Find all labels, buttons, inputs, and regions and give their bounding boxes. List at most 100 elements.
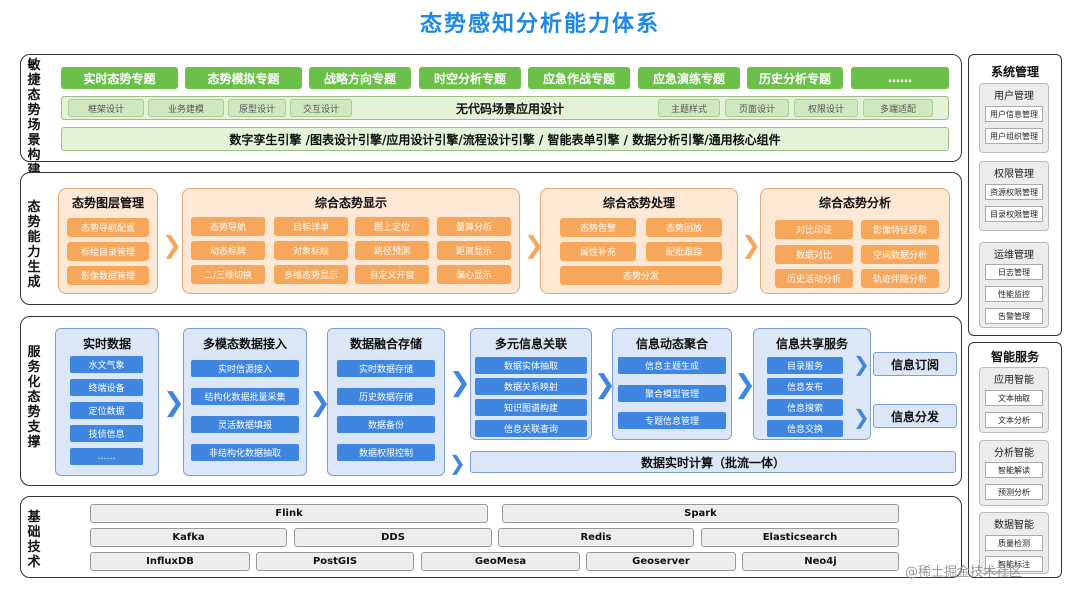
display-item-multi-dim[interactable]: 多维态势显示	[274, 265, 348, 284]
display-item-custom-window[interactable]: 自定义开窗	[355, 265, 429, 284]
smart-service-title: 智能服务	[990, 350, 1039, 364]
realtime-item-terminal[interactable]: 终端设备	[70, 379, 143, 396]
display-item-nav[interactable]: 态势导航	[191, 217, 265, 236]
analysis-item-image-feature[interactable]: 影像特征提取	[861, 220, 939, 239]
chevron-right-icon: ❯	[309, 388, 331, 418]
chip-framework-design[interactable]: 框架设计	[68, 99, 144, 117]
chevron-right-icon: ❯	[524, 231, 545, 259]
realtime-item-intel[interactable]: 技侦信息	[70, 425, 143, 442]
process-item-track[interactable]: 配批跟踪	[646, 242, 722, 261]
sharing-item-search[interactable]: 信息搜索	[767, 399, 843, 416]
display-item-2d3d-switch[interactable]: 二/三维切换	[191, 265, 265, 284]
perf-monitor-item[interactable]: 性能监控	[985, 286, 1043, 302]
analysis-title: 综合态势分析	[818, 196, 891, 210]
multimodal-title: 多模态数据接入	[202, 337, 287, 351]
catalog-permission-item[interactable]: 目录权限管理	[985, 206, 1043, 222]
topic-emergency-combat-button[interactable]: 应急作战专题	[528, 67, 630, 89]
topic-history-button[interactable]: 历史分析专题	[747, 67, 843, 89]
sharing-item-publish[interactable]: 信息发布	[767, 378, 843, 395]
topic-spatiotemporal-button[interactable]: 时空分析专题	[419, 67, 521, 89]
realtime-calc-bar: 数据实时计算（批流一体）	[470, 451, 956, 473]
chevron-right-icon: ❯	[594, 370, 616, 400]
chevron-right-icon: ❯	[853, 352, 870, 376]
text-extract-item[interactable]: 文本抽取	[985, 390, 1043, 406]
fusion-title: 数据融合存储	[349, 337, 422, 351]
realtime-item-location[interactable]: 定位数据	[70, 402, 143, 419]
realtime-item-hydro[interactable]: 水文气象	[70, 356, 143, 373]
multimodal-item-batch[interactable]: 结构化数据批量采集	[191, 388, 299, 405]
sharing-title: 信息共享服务	[775, 337, 848, 351]
process-item-replay[interactable]: 态势回放	[646, 218, 722, 237]
association-item-relation[interactable]: 数据关系映射	[475, 378, 587, 395]
chip-prototype-design[interactable]: 原型设计	[228, 99, 286, 117]
layer-item-catalog[interactable]: 标绘目录管理	[67, 242, 149, 261]
info-subscribe-button[interactable]: 信息订阅	[873, 352, 957, 376]
tech-flink: Flink	[90, 504, 488, 523]
fusion-item-realtime-store[interactable]: 实时数据存储	[337, 360, 435, 377]
display-item-map-locate[interactable]: 图上定位	[355, 217, 429, 236]
data-intel-title: 数据智能	[994, 520, 1034, 531]
quality-check-item[interactable]: 质量检测	[985, 535, 1043, 551]
chip-multi-terminal[interactable]: 多端适配	[863, 99, 933, 117]
alarm-mgmt-item[interactable]: 告警管理	[985, 308, 1043, 324]
tech-kafka: Kafka	[90, 528, 287, 547]
sharing-item-exchange[interactable]: 信息交换	[767, 420, 843, 437]
display-item-object-plot[interactable]: 对象标绘	[274, 241, 348, 260]
topic-realtime-button[interactable]: 实时态势专题	[61, 67, 178, 89]
process-item-attr-supplement[interactable]: 属性补充	[560, 242, 636, 261]
chip-interaction-design[interactable]: 交互设计	[290, 99, 352, 117]
display-item-measure[interactable]: 量算分析	[437, 217, 511, 236]
topic-emergency-drill-button[interactable]: 应急演练专题	[638, 67, 740, 89]
user-info-mgmt-item[interactable]: 用户信息管理	[985, 106, 1043, 122]
chip-business-modeling[interactable]: 业务建模	[148, 99, 224, 117]
fusion-item-backup[interactable]: 数据备份	[337, 416, 435, 433]
process-item-distribute[interactable]: 态势分发	[560, 266, 722, 285]
topic-strategy-button[interactable]: 战略方向专题	[309, 67, 411, 89]
chip-page-design[interactable]: 页面设计	[725, 99, 789, 117]
smart-interpret-item[interactable]: 智能解读	[985, 462, 1043, 478]
layer-mgmt-title: 态势图层管理	[71, 196, 144, 210]
association-item-query[interactable]: 信息关联查询	[475, 420, 587, 437]
realtime-item-more[interactable]: ……	[70, 448, 143, 465]
aggregation-item-model[interactable]: 聚合模型管理	[618, 385, 726, 402]
display-item-path-predict[interactable]: 路径预测	[355, 241, 429, 260]
page-title: 态势感知分析能力体系	[419, 12, 660, 37]
sharing-item-catalog[interactable]: 目录服务	[767, 357, 843, 374]
association-item-kg[interactable]: 知识图谱构建	[475, 399, 587, 416]
analysis-item-data-compare[interactable]: 数据对比	[775, 245, 853, 264]
layer-item-image-data[interactable]: 影像数据管理	[67, 266, 149, 285]
smart-label-item[interactable]: 智能标注	[985, 556, 1043, 572]
scene-build-label: 敏捷态势场景构建	[27, 58, 41, 178]
aggregation-item-topic[interactable]: 信息主题生成	[618, 357, 726, 374]
chip-permission-design[interactable]: 权限设计	[794, 99, 858, 117]
analysis-item-history[interactable]: 历史活动分析	[775, 269, 853, 288]
text-analysis-item[interactable]: 文本分析	[985, 412, 1043, 428]
user-org-mgmt-item[interactable]: 用户组织管理	[985, 128, 1043, 144]
aggregation-item-special[interactable]: 专题信息管理	[618, 412, 726, 429]
layer-item-nav-config[interactable]: 态势导航配置	[67, 218, 149, 237]
display-item-distance[interactable]: 距离显示	[437, 241, 511, 260]
display-item-dynamic-tag[interactable]: 动态标牌	[191, 241, 265, 260]
topic-more-button[interactable]: ……	[851, 67, 949, 89]
tech-elasticsearch: Elasticsearch	[701, 528, 899, 547]
analysis-item-trajectory[interactable]: 轨迹伴随分析	[861, 269, 939, 288]
predict-analysis-item[interactable]: 预测分析	[985, 484, 1043, 500]
resource-permission-item[interactable]: 资源权限管理	[985, 184, 1043, 200]
display-item-eccentric[interactable]: 偏心显示	[437, 265, 511, 284]
multimodal-item-realtime-source[interactable]: 实时信源接入	[191, 360, 299, 377]
association-item-entity[interactable]: 数据实体抽取	[475, 357, 587, 374]
display-item-target-list[interactable]: 目标详单	[274, 217, 348, 236]
info-distribute-button[interactable]: 信息分发	[873, 404, 957, 428]
multimodal-item-unstructured[interactable]: 非结构化数据抽取	[191, 444, 299, 461]
fusion-item-permission[interactable]: 数据权限控制	[337, 444, 435, 461]
topic-simulation-button[interactable]: 态势模拟专题	[185, 67, 302, 89]
permission-mgmt-title: 权限管理	[994, 169, 1034, 180]
process-item-alarm[interactable]: 态势告警	[560, 218, 636, 237]
chevron-right-icon: ❯	[853, 405, 870, 429]
analysis-item-compare[interactable]: 对比印证	[775, 220, 853, 239]
chip-theme-style[interactable]: 主题样式	[658, 99, 720, 117]
analysis-item-spatial[interactable]: 空间数据分析	[861, 245, 939, 264]
log-mgmt-item[interactable]: 日志管理	[985, 264, 1043, 280]
fusion-item-history-store[interactable]: 历史数据存储	[337, 388, 435, 405]
multimodal-item-fill[interactable]: 灵活数据填报	[191, 416, 299, 433]
